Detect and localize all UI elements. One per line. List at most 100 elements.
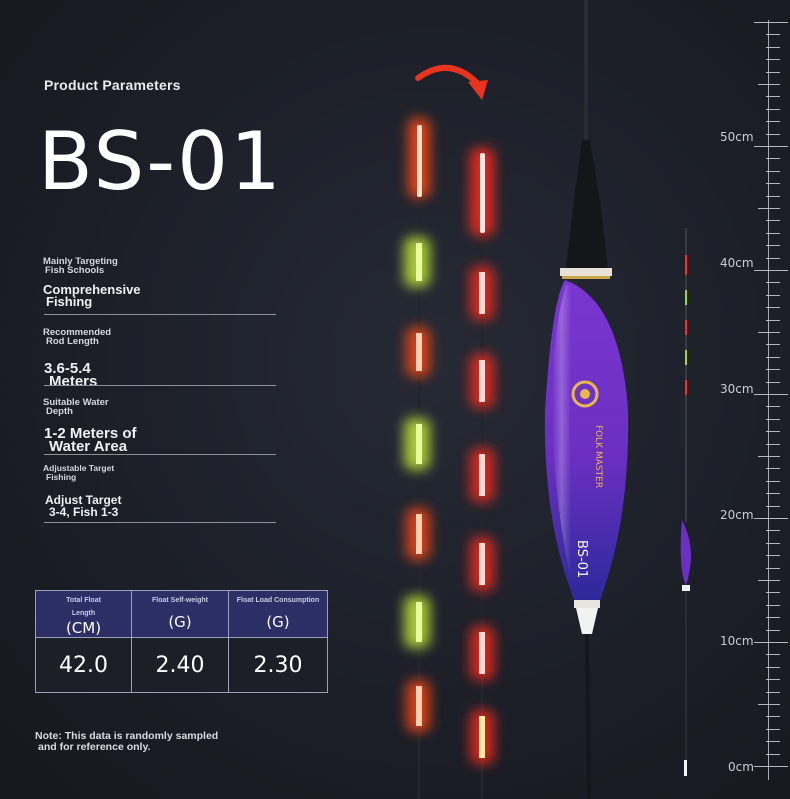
ruler-tick — [754, 394, 788, 395]
ruler-tick — [766, 357, 780, 358]
ruler-tick — [766, 568, 780, 569]
ruler-tick — [766, 506, 780, 507]
ruler-tick — [766, 493, 780, 494]
ruler-label-40: 40cm — [720, 256, 754, 270]
ruler-tick — [758, 84, 780, 85]
ruler-tick — [754, 518, 788, 519]
float-tip-before — [404, 118, 430, 799]
ruler-tick — [766, 692, 780, 693]
ruler-tick — [766, 295, 780, 296]
ruler-tick — [766, 245, 780, 246]
arrow-icon — [415, 64, 488, 100]
ruler-tick — [766, 555, 780, 556]
table-row: 42.0 2.40 2.30 — [35, 637, 328, 693]
ruler-tick — [754, 642, 788, 643]
float-model-text: BS-01 — [574, 540, 589, 578]
divider — [44, 314, 276, 315]
ruler-label-10: 10cm — [720, 634, 754, 648]
ruler-tick — [766, 183, 780, 184]
float-illustration: FOLK MASTER BS-01 — [404, 0, 692, 799]
ruler-label-30: 30cm — [720, 382, 754, 396]
measurement-ruler — [768, 20, 769, 780]
ruler-tick — [758, 456, 780, 457]
ruler-tick — [766, 530, 780, 531]
ruler-tick — [766, 481, 780, 482]
ruler-tick — [766, 444, 780, 445]
ruler-label-20: 20cm — [720, 508, 754, 522]
divider — [44, 454, 276, 455]
divider — [44, 385, 276, 386]
ruler-tick — [766, 171, 780, 172]
ruler-tick — [766, 679, 780, 680]
header-load: Float Load Consumption (G) — [228, 590, 328, 638]
main-float: FOLK MASTER BS-01 — [544, 0, 629, 799]
ruler-tick — [766, 109, 780, 110]
parameters-title: Product Parameters — [44, 77, 181, 93]
ruler-tick — [766, 282, 780, 283]
ruler-tick — [766, 654, 780, 655]
ruler-tick — [766, 134, 780, 135]
ruler-tick — [766, 369, 780, 370]
ruler-tick — [766, 96, 780, 97]
ruler-tick — [766, 468, 780, 469]
ruler-tick — [766, 158, 780, 159]
ruler-tick — [766, 307, 780, 308]
ruler-tick — [766, 419, 780, 420]
ruler-tick — [766, 754, 780, 755]
float-tip-after — [470, 148, 494, 799]
divider — [44, 522, 276, 523]
float-brand-text: FOLK MASTER — [593, 425, 603, 488]
ruler-tick — [766, 382, 780, 383]
ruler-tick — [766, 34, 780, 35]
ruler-tick — [766, 258, 780, 259]
ruler-tick — [754, 270, 788, 271]
ruler-tick — [766, 716, 780, 717]
ruler-tick — [758, 580, 780, 581]
ruler-tick — [766, 617, 780, 618]
value-weight: 2.40 — [131, 637, 229, 693]
ruler-tick — [766, 59, 780, 60]
ruler-tick — [766, 592, 780, 593]
model-number: BS-01 — [38, 115, 283, 208]
ruler-label-50: 50cm — [720, 130, 754, 144]
ruler-tick — [766, 406, 780, 407]
ruler-tick — [754, 146, 788, 147]
scale-float — [680, 228, 692, 776]
header-weight: Float Self-weight (G) — [131, 590, 229, 638]
ruler-tick — [766, 47, 780, 48]
ruler-tick — [766, 233, 780, 234]
ruler-tick — [766, 605, 780, 606]
ruler-tick — [766, 72, 780, 73]
ruler-tick — [766, 729, 780, 730]
ruler-tick — [766, 220, 780, 221]
ruler-tick — [758, 332, 780, 333]
ruler-tick — [766, 431, 780, 432]
ruler-tick — [754, 22, 788, 23]
ruler-tick — [754, 766, 788, 767]
ruler-tick — [766, 667, 780, 668]
ruler-label-0: 0cm — [728, 760, 754, 774]
brand-logo-icon — [571, 380, 599, 408]
ruler-tick — [766, 121, 780, 122]
ruler-tick — [766, 196, 780, 197]
ruler-tick — [766, 630, 780, 631]
ruler-tick — [766, 741, 780, 742]
ruler-tick — [766, 543, 780, 544]
ruler-tick — [758, 704, 780, 705]
value-length: 42.0 — [35, 637, 132, 693]
ruler-tick — [758, 208, 780, 209]
ruler-tick — [766, 320, 780, 321]
ruler-tick — [766, 344, 780, 345]
value-load: 2.30 — [228, 637, 328, 693]
